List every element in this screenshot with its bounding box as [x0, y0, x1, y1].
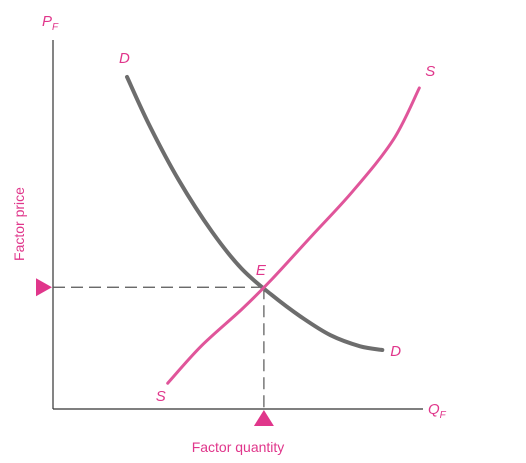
x-axis-symbol: QF	[428, 401, 447, 421]
supply-start-label: S	[156, 388, 166, 405]
demand-curve	[125, 74, 385, 352]
price-marker-icon	[36, 278, 52, 297]
x-axis-label: Factor quantity	[192, 439, 285, 455]
supply-curve	[166, 86, 421, 385]
quantity-marker-icon	[253, 410, 274, 426]
demand-start-label: D	[119, 50, 130, 67]
supply-end-label: S	[425, 63, 435, 80]
y-axis-symbol: PF	[42, 13, 59, 33]
demand-end-label: D	[390, 343, 401, 360]
equilibrium-label: E	[256, 262, 267, 279]
y-axis-label: Factor price	[11, 187, 27, 261]
